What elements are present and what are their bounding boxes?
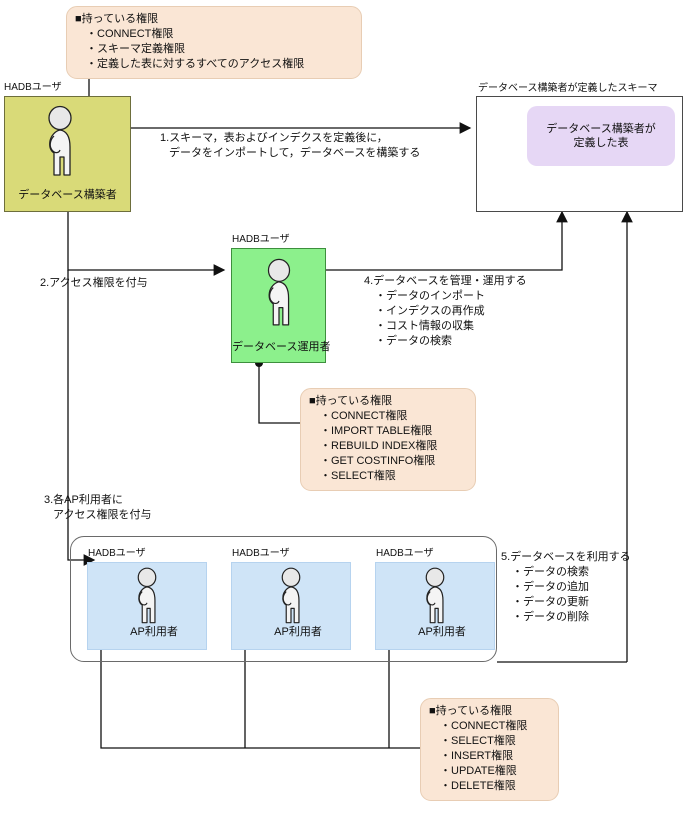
person-icon (257, 257, 301, 343)
step1-line1: 1.スキーマ，表およびインデクスを定義後に， (160, 132, 388, 144)
step4-line1: 4.データベースを管理・運用する (364, 275, 527, 287)
step3-text: 3.各AP利用者に アクセス権限を付与 (44, 493, 151, 523)
ap-privileges-callout: ■持っている権限 ・CONNECT権限 ・SELECT権限 ・INSERT権限 … (420, 698, 559, 801)
step1-text: 1.スキーマ，表およびインデクスを定義後に， データをインポートして，データベー… (160, 131, 420, 161)
callout-item: ・SELECT権限 (440, 735, 516, 747)
callout-item: ・定義した表に対するすべてのアクセス権限 (86, 58, 305, 70)
step2-line1: 2.アクセス権限を付与 (40, 277, 148, 289)
person-icon (272, 567, 310, 637)
step1-line2: データをインポートして，データベースを構築する (169, 147, 421, 159)
apuser-3-user-tag: HADBユーザ (376, 548, 434, 559)
wire-step4 (325, 210, 568, 271)
builder-actor-box[interactable]: データベース構築者 (4, 96, 131, 212)
step4-item: ・データの検索 (375, 335, 452, 347)
callout-item: ・GET COSTINFO権限 (320, 455, 436, 467)
defined-table-chip[interactable]: データベース構築者が 定義した表 (527, 106, 675, 166)
step5-item: ・データの検索 (512, 566, 589, 578)
step2-text: 2.アクセス権限を付与 (40, 276, 148, 291)
apuser-2-role-label: AP利用者 (274, 626, 322, 638)
builder-role-label: データベース構築者 (18, 189, 117, 201)
step3-line2: アクセス権限を付与 (53, 509, 152, 521)
wire-step3 (67, 270, 96, 566)
callout-item: ・スキーマ定義権限 (86, 43, 185, 55)
ap-users-group (70, 536, 497, 662)
callout-item: ・DELETE権限 (440, 780, 516, 792)
callout-heading: ■持っている権限 (429, 705, 513, 717)
person-icon (416, 567, 454, 637)
step4-item: ・コスト情報の収集 (375, 320, 474, 332)
wire-operator-callout (258, 363, 300, 424)
callout-item: ・CONNECT権限 (86, 28, 174, 40)
step5-item: ・データの追加 (512, 581, 589, 593)
builder-privileges-callout: ■持っている権限 ・CONNECT権限 ・スキーマ定義権限 ・定義した表に対する… (66, 6, 362, 79)
callout-heading: ■持っている権限 (309, 395, 393, 407)
callout-item: ・UPDATE権限 (440, 765, 517, 777)
step5-item: ・データの更新 (512, 596, 589, 608)
callout-item: ・IMPORT TABLE権限 (320, 425, 433, 437)
apuser-3-box[interactable]: AP利用者 (375, 562, 495, 650)
step3-line1: 3.各AP利用者に (44, 494, 123, 506)
builder-user-tag: HADBユーザ (4, 82, 62, 93)
apuser-3-role-label: AP利用者 (418, 626, 466, 638)
table-chip-line2: 定義した表 (573, 137, 629, 149)
callout-heading: ■持っている権限 (75, 13, 159, 25)
step4-item: ・データのインポート (375, 290, 485, 302)
operator-actor-box[interactable]: データベース運用者 (231, 248, 331, 363)
schema-caption: データベース構築者が定義したスキーマ (478, 83, 658, 94)
apuser-1-user-tag: HADBユーザ (88, 548, 146, 559)
callout-item: ・SELECT権限 (320, 470, 396, 482)
step4-text: 4.データベースを管理・運用する ・データのインポート ・インデクスの再作成 ・… (364, 274, 527, 349)
apuser-1-role-label: AP利用者 (130, 626, 178, 638)
operator-privileges-callout: ■持っている権限 ・CONNECT権限 ・IMPORT TABLE権限 ・REB… (300, 388, 476, 491)
step5-item: ・データの削除 (512, 611, 589, 623)
apuser-2-user-tag: HADBユーザ (232, 548, 290, 559)
table-chip-line1: データベース構築者が (546, 123, 656, 135)
wire-apuser-1 (100, 631, 420, 749)
person-icon (37, 105, 83, 193)
operator-role-label: データベース運用者 (232, 341, 331, 353)
callout-item: ・CONNECT権限 (320, 410, 408, 422)
callout-item: ・CONNECT権限 (440, 720, 528, 732)
step5-line1: 5.データベースを利用する (501, 551, 631, 563)
operator-user-tag: HADBユーザ (232, 234, 290, 245)
step4-item: ・インデクスの再作成 (375, 305, 485, 317)
wire-step2 (67, 212, 226, 276)
step5-text: 5.データベースを利用する ・データの検索 ・データの追加 ・データの更新 ・デ… (501, 550, 631, 625)
callout-item: ・INSERT権限 (440, 750, 514, 762)
person-icon (128, 567, 166, 637)
callout-item: ・REBUILD INDEX権限 (320, 440, 438, 452)
apuser-2-box[interactable]: AP利用者 (231, 562, 351, 650)
apuser-1-box[interactable]: AP利用者 (87, 562, 207, 650)
